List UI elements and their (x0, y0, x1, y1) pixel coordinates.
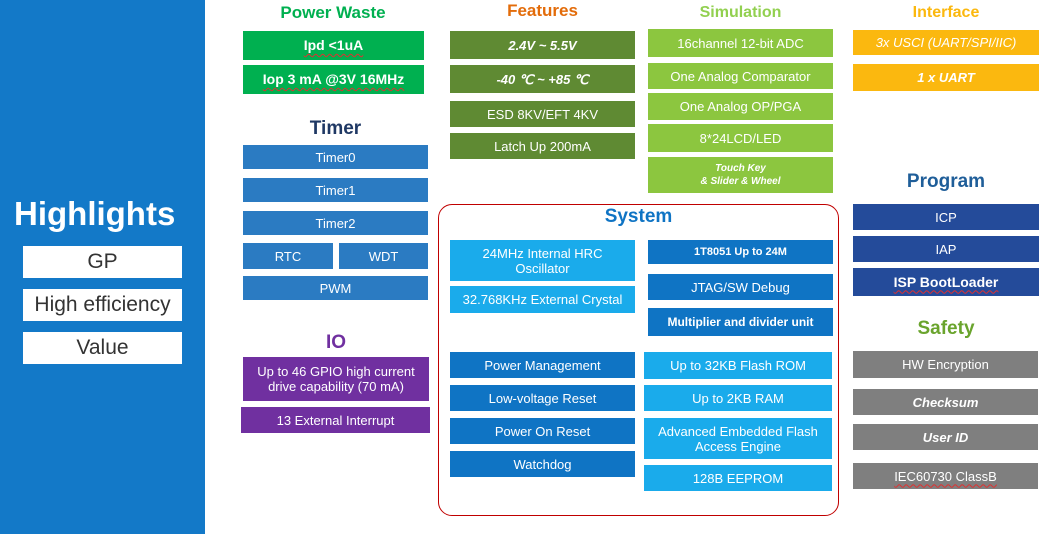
iop-text: Iop 3 mA @3V 16MHz (262, 71, 405, 87)
pwm-box: PWM (243, 276, 428, 300)
system-flash-rom: Up to 32KB Flash ROM (644, 352, 832, 379)
program-icp: ICP (853, 204, 1039, 230)
simulation-op-pga: One Analog OP/PGA (648, 93, 833, 120)
system-hrc-oscillator: 24MHz Internal HRC Oscillator (450, 240, 635, 281)
features-latchup: Latch Up 200mA (450, 133, 635, 159)
highlights-title: Highlights (14, 195, 176, 232)
simulation-touch-key: Touch Key & Slider & Wheel (648, 157, 833, 193)
program-isp-bootloader: ISP BootLoader (853, 268, 1039, 296)
safety-user-id: User ID (853, 424, 1038, 450)
timer0-box: Timer0 (243, 145, 428, 169)
power-waste-iop: Iop 3 mA @3V 16MHz (243, 65, 424, 94)
features-temperature: -40 ℃ ~ +85 ℃ (450, 65, 635, 93)
io-gpio-box: Up to 46 GPIO high current drive capabil… (243, 357, 429, 401)
interface-usci: 3x USCI (UART/SPI/IIC) (853, 30, 1039, 55)
system-1t8051: 1T8051 Up to 24M (648, 240, 833, 264)
safety-title: Safety (917, 318, 975, 339)
system-title: System (604, 206, 673, 227)
simulation-comparator: One Analog Comparator (648, 63, 833, 89)
system-power-on-reset: Power On Reset (450, 418, 635, 444)
highlight-item-gp: GP (23, 246, 182, 278)
isp-bootloader-text: ISP BootLoader (893, 273, 999, 290)
features-esd: ESD 8KV/EFT 4KV (450, 101, 635, 127)
system-jtag-debug: JTAG/SW Debug (648, 274, 833, 300)
system-watchdog: Watchdog (450, 451, 635, 477)
iec60730-text: IEC60730 ClassB (894, 468, 997, 484)
interface-uart: 1 x UART (853, 64, 1039, 91)
timer2-box: Timer2 (243, 211, 428, 235)
program-title: Program (906, 171, 986, 192)
system-multiplier: Multiplier and divider unit (648, 308, 833, 336)
timer-title: Timer (309, 118, 362, 139)
power-waste-ipd: Ipd <1uA (243, 31, 424, 60)
rtc-box: RTC (243, 243, 333, 269)
program-iap: IAP (853, 236, 1039, 262)
io-title: IO (325, 332, 347, 353)
system-external-crystal: 32.768KHz External Crystal (450, 286, 635, 313)
safety-checksum: Checksum (853, 389, 1038, 415)
interface-title: Interface (912, 4, 980, 21)
features-title: Features (507, 1, 578, 20)
system-eeprom: 128B EEPROM (644, 465, 832, 491)
timer1-box: Timer1 (243, 178, 428, 202)
wdt-box: WDT (339, 243, 428, 269)
io-interrupt-box: 13 External Interrupt (241, 407, 430, 433)
system-power-management: Power Management (450, 352, 635, 378)
highlight-item-value: Value (23, 332, 182, 364)
power-waste-title: Power Waste (280, 3, 386, 22)
simulation-adc: 16channel 12-bit ADC (648, 29, 833, 57)
highlight-item-efficiency: High efficiency (23, 289, 182, 321)
system-ram: Up to 2KB RAM (644, 385, 832, 411)
system-low-voltage-reset: Low-voltage Reset (450, 385, 635, 411)
features-voltage: 2.4V ~ 5.5V (450, 31, 635, 59)
safety-iec60730: IEC60730 ClassB (853, 463, 1038, 489)
system-flash-access-engine: Advanced Embedded Flash Access Engine (644, 418, 832, 459)
simulation-lcd-led: 8*24LCD/LED (648, 124, 833, 152)
simulation-title: Simulation (699, 4, 782, 21)
ipd-text: Ipd <1uA (303, 37, 364, 53)
safety-hw-encryption: HW Encryption (853, 351, 1038, 378)
system-frame (438, 204, 839, 516)
